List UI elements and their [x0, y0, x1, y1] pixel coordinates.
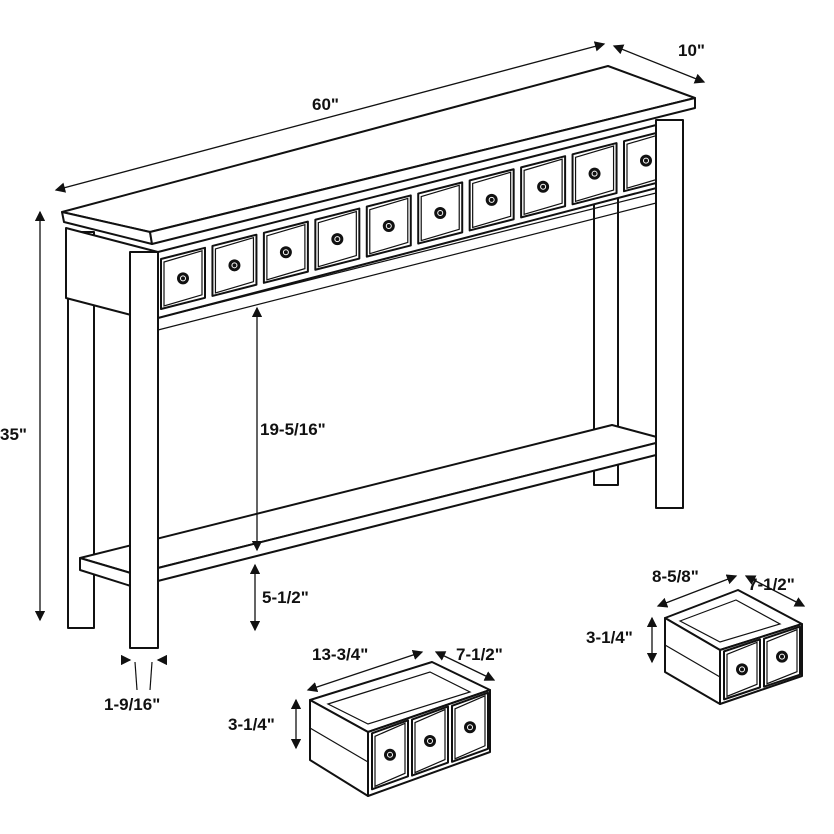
drawer: [520, 155, 567, 219]
drawer: [468, 168, 515, 232]
drawer: [411, 705, 449, 777]
drawer-knob-icon: [464, 721, 476, 734]
dimension-depth: 10": [612, 41, 706, 84]
drawer-knob-icon: [228, 259, 241, 272]
drawer: [211, 233, 258, 297]
length-label: 60": [312, 95, 339, 114]
small-drawer-width-label: 8-5/8": [652, 567, 699, 586]
shelf-height-label: 5-1/2": [262, 588, 309, 607]
drawer-knob-icon: [279, 246, 292, 259]
drawer-knob-icon: [384, 748, 396, 761]
drawer: [371, 719, 409, 791]
shelf-clearance-label: 19-5/16": [260, 420, 326, 439]
front-left-leg: [129, 251, 159, 649]
drawer: [723, 638, 761, 701]
drawer: [763, 625, 801, 688]
small-drawer-depth-label: 7-1/2": [748, 575, 795, 594]
drawer-knob-icon: [331, 233, 344, 246]
drawer: [417, 181, 464, 245]
small-drawer-height-label: 3-1/4": [586, 628, 633, 647]
drawer-knob-icon: [424, 735, 436, 748]
leg-width-label: 1-9/16": [104, 695, 160, 714]
large-drawer-detail: 13-3/4" 7-1/2" 3-1/4": [228, 645, 503, 797]
small-drawer-fronts: [723, 625, 801, 701]
drawer: [262, 220, 309, 284]
drawer: [160, 246, 206, 310]
bottom-shelf: [79, 424, 669, 588]
front-right-leg: [655, 119, 684, 509]
drawer-knob-icon: [736, 663, 748, 676]
drawer: [314, 207, 361, 271]
drawer-knob-icon: [485, 193, 498, 206]
drawer: [365, 194, 412, 258]
depth-label: 10": [678, 41, 705, 60]
drawer-knob-icon: [382, 220, 395, 233]
dimension-length: 60": [54, 41, 606, 193]
large-drawer-fronts: [371, 691, 489, 791]
dimension-leg-width: 1-9/16": [104, 654, 168, 714]
large-drawer-depth-label: 7-1/2": [456, 645, 503, 664]
drawer-knob-icon: [434, 206, 447, 219]
drawer-knob-icon: [588, 167, 601, 180]
drawer-knob-icon: [537, 180, 550, 193]
dimension-shelf-clearance: 19-5/16": [251, 306, 326, 552]
large-drawer-width-label: 13-3/4": [312, 645, 368, 664]
large-drawer-height-label: 3-1/4": [228, 715, 275, 734]
small-drawer-detail: 8-5/8" 7-1/2" 3-1/4": [586, 567, 806, 705]
drawer: [451, 691, 489, 763]
drawer-knob-icon: [177, 272, 189, 285]
height-label: 35": [0, 425, 27, 444]
drawer-knob-icon: [776, 650, 788, 663]
dimension-shelf-height: 5-1/2": [249, 563, 309, 632]
drawer: [571, 142, 618, 206]
dimension-height: 35": [0, 210, 46, 622]
drawer-knob-icon: [640, 154, 652, 167]
